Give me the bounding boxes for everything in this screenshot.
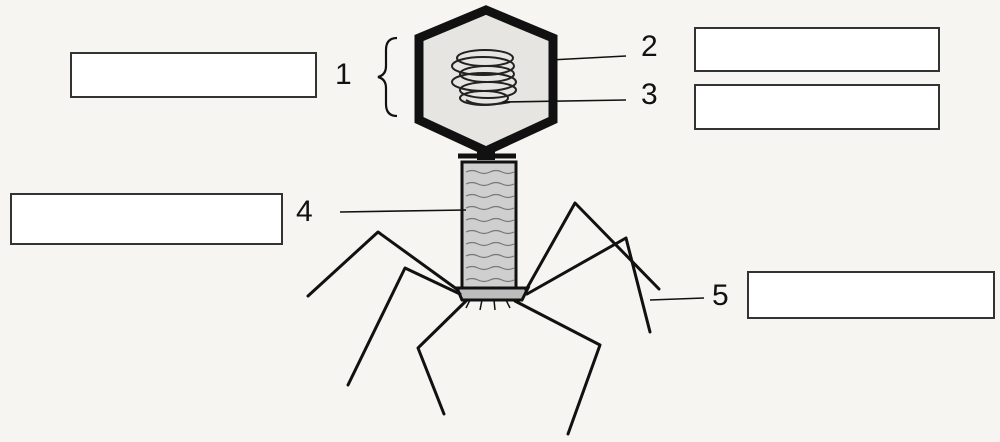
answer-box-5[interactable]: [747, 271, 995, 319]
answer-box-4[interactable]: [10, 193, 283, 245]
base-plate: [457, 288, 528, 300]
answer-box-2[interactable]: [694, 27, 940, 72]
label-3: 3: [641, 80, 658, 110]
leader-4: [340, 210, 466, 212]
label-1: 1: [335, 60, 352, 90]
capsid-head: [419, 10, 553, 151]
head-brace: [378, 38, 397, 116]
answer-box-3[interactable]: [694, 84, 940, 130]
label-2: 2: [641, 32, 658, 62]
leader-5: [650, 298, 704, 300]
leader-2: [550, 56, 626, 60]
neck: [477, 150, 495, 160]
answer-box-1[interactable]: [70, 52, 317, 98]
label-5: 5: [712, 281, 729, 311]
label-4: 4: [296, 197, 313, 227]
